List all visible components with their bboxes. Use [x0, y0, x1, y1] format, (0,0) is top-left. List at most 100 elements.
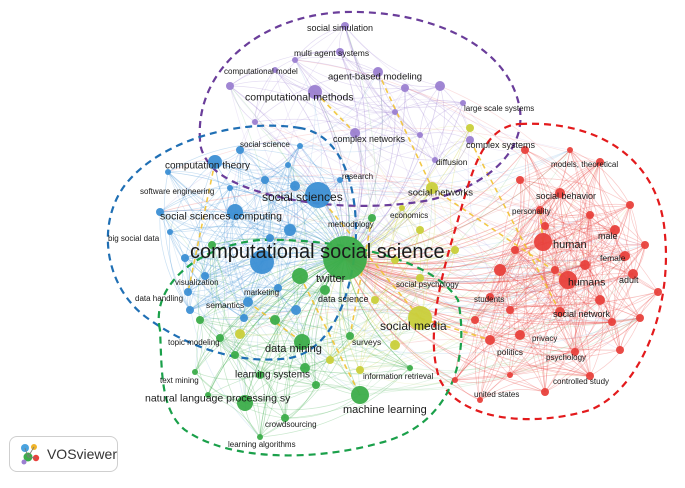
term-node-humans[interactable]	[559, 271, 577, 289]
term-label-social-sciences[interactable]: social sciences	[262, 190, 343, 204]
term-label-twitter[interactable]: twitter	[316, 273, 346, 285]
term-label-social-networks[interactable]: social networks	[408, 187, 473, 198]
term-node[interactable]	[256, 371, 264, 379]
term-node[interactable]	[326, 356, 334, 364]
term-label-diffusion[interactable]: diffusion	[436, 157, 468, 167]
term-label-machine-learning[interactable]: machine learning	[343, 404, 427, 416]
term-node-male[interactable]	[610, 225, 620, 235]
term-node[interactable]	[452, 377, 458, 383]
term-label-psychology[interactable]: psychology	[546, 353, 586, 362]
term-node[interactable]	[266, 234, 274, 242]
term-node[interactable]	[580, 260, 590, 270]
term-node-data-science[interactable]	[320, 285, 330, 295]
term-label-marketing[interactable]: marketing	[244, 288, 279, 297]
term-label-models-theoretical[interactable]: models, theoretical	[551, 160, 618, 169]
term-label-united-states[interactable]: united states	[474, 390, 519, 399]
term-node-models-theoretical[interactable]	[596, 158, 604, 166]
term-node-personality[interactable]	[536, 206, 544, 214]
term-label-controlled-study[interactable]: controlled study	[553, 377, 609, 386]
term-node[interactable]	[595, 295, 605, 305]
term-node[interactable]	[284, 224, 296, 236]
term-node[interactable]	[506, 306, 514, 314]
term-node[interactable]	[291, 305, 301, 315]
term-node[interactable]	[541, 222, 549, 230]
term-node-students[interactable]	[486, 293, 494, 301]
term-label-big-social-data[interactable]: big social data	[108, 234, 160, 243]
term-label-learning-systems[interactable]: learning systems	[235, 370, 310, 381]
term-node-crowdsourcing[interactable]	[281, 414, 289, 422]
term-node[interactable]	[626, 201, 634, 209]
term-label-privacy[interactable]: privacy	[532, 334, 557, 343]
term-node[interactable]	[608, 318, 616, 326]
term-label-social-science[interactable]: social science	[240, 140, 290, 149]
term-node-twitter[interactable]	[292, 268, 308, 284]
term-node[interactable]	[270, 315, 280, 325]
term-label-computational-methods[interactable]: computational methods	[245, 92, 354, 104]
term-node-large-scale-systems[interactable]	[460, 100, 466, 106]
term-label-complex-networks[interactable]: complex networks	[333, 134, 406, 144]
term-node[interactable]	[636, 314, 644, 322]
term-node-computational-model[interactable]	[272, 67, 278, 73]
term-node[interactable]	[156, 208, 164, 216]
term-node[interactable]	[196, 316, 204, 324]
term-label-agent-based-modeling[interactable]: agent-based modeling	[328, 71, 422, 82]
term-node[interactable]	[507, 372, 513, 378]
term-label-social-behavior[interactable]: social behavior	[536, 191, 596, 201]
term-label-computational-social-science[interactable]: computational social science	[190, 241, 445, 263]
term-node[interactable]	[285, 162, 291, 168]
term-node-semantics[interactable]	[243, 297, 253, 307]
term-label-visualization[interactable]: visualization	[175, 278, 219, 287]
term-node-computation-theory[interactable]	[208, 155, 222, 169]
term-label-methodology[interactable]: methodology	[328, 220, 374, 229]
term-node-topic-modeling[interactable]	[216, 334, 224, 342]
term-label-research[interactable]: research	[342, 172, 373, 181]
term-node-diffusion[interactable]	[432, 157, 438, 163]
term-node-social-networks[interactable]	[426, 182, 438, 194]
term-node-methodology[interactable]	[368, 214, 376, 222]
term-node[interactable]	[616, 346, 624, 354]
term-label-information-retrieval[interactable]: information retrieval	[363, 372, 433, 381]
term-node-data-mining[interactable]	[294, 334, 310, 350]
term-label-learning-algorithms[interactable]: learning algorithms	[228, 440, 296, 449]
term-label-data-handling[interactable]: data handling	[135, 294, 183, 303]
term-node[interactable]	[494, 264, 506, 276]
term-node[interactable]	[521, 146, 529, 154]
term-node-big-social-data[interactable]	[167, 229, 173, 235]
term-node[interactable]	[165, 169, 171, 175]
term-label-topic-modeling[interactable]: topic modeling	[168, 338, 220, 347]
term-node[interactable]	[250, 250, 274, 274]
term-node[interactable]	[654, 288, 662, 296]
term-label-human[interactable]: human	[553, 239, 587, 251]
term-node[interactable]	[371, 296, 379, 304]
term-node[interactable]	[551, 266, 559, 274]
term-node-adult[interactable]	[628, 269, 638, 279]
term-label-social-simulation[interactable]: social simulation	[307, 23, 373, 33]
term-node[interactable]	[451, 246, 459, 254]
term-node[interactable]	[312, 381, 320, 389]
term-label-social-psychology[interactable]: social psychology	[396, 280, 459, 289]
term-label-computational-model[interactable]: computational model	[224, 67, 298, 76]
term-node[interactable]	[471, 316, 479, 324]
term-node[interactable]	[236, 146, 244, 154]
term-node-social-science[interactable]	[297, 143, 303, 149]
term-label-economics[interactable]: economics	[390, 211, 428, 220]
term-node[interactable]	[186, 306, 194, 314]
term-node-learning-systems[interactable]	[300, 363, 310, 373]
term-node-social-simulation[interactable]	[341, 22, 349, 30]
term-node[interactable]	[181, 254, 189, 262]
term-label-large-scale-systems[interactable]: large scale systems	[464, 104, 534, 113]
term-node[interactable]	[586, 211, 594, 219]
term-node-social-psychology[interactable]	[416, 274, 424, 282]
term-node[interactable]	[477, 397, 483, 403]
term-node[interactable]	[511, 246, 519, 254]
term-node[interactable]	[392, 109, 398, 115]
term-node[interactable]	[416, 226, 424, 234]
term-node[interactable]	[435, 81, 445, 91]
term-node[interactable]	[240, 314, 248, 322]
term-label-crowdsourcing[interactable]: crowdsourcing	[265, 420, 317, 429]
term-node[interactable]	[401, 84, 409, 92]
term-node[interactable]	[292, 57, 298, 63]
term-label-personality[interactable]: personality	[512, 207, 551, 216]
